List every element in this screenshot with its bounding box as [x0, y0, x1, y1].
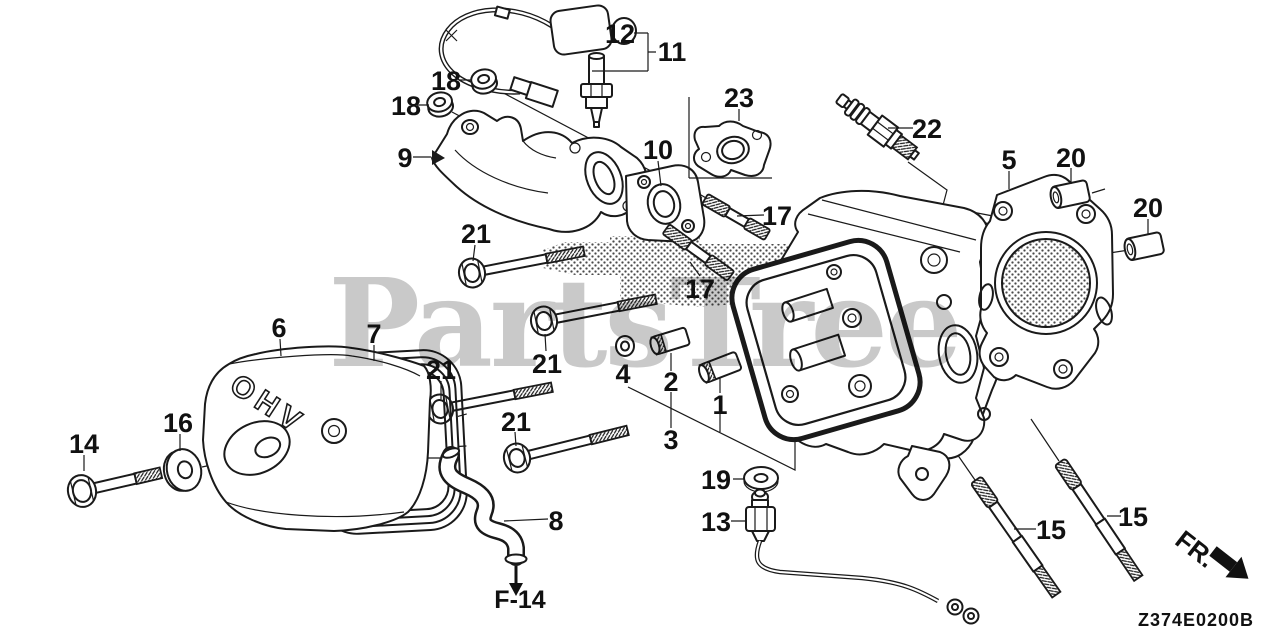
- callout-20b: 20: [1133, 193, 1163, 223]
- part-washer-16: [162, 448, 203, 492]
- callout-20a: 20: [1056, 143, 1086, 173]
- part-pin-1: [697, 351, 743, 384]
- callout-16: 16: [163, 408, 193, 438]
- callout-22: 22: [912, 114, 942, 144]
- part-wire-assembly: [438, 4, 637, 108]
- callout-12: 12: [605, 19, 635, 49]
- callout-19: 19: [701, 465, 731, 495]
- part-flange-gasket: [693, 120, 772, 178]
- part-stud-17a: [701, 193, 771, 241]
- part-breather-tube: [438, 446, 528, 566]
- callout-2: 2: [663, 367, 678, 397]
- figure-ref-arrow: [509, 566, 523, 596]
- callout-4: 4: [615, 359, 630, 389]
- callout-15b: 15: [1118, 502, 1148, 532]
- part-spark-plug: [835, 93, 920, 161]
- part-sealing-washer-19: [743, 466, 779, 493]
- callout-21d: 21: [501, 407, 531, 437]
- callout-10: 10: [643, 135, 673, 165]
- part-thermo-sensor: [580, 52, 613, 128]
- callout-21c: 21: [426, 355, 456, 385]
- part-bolt-14: [66, 466, 164, 508]
- callout-6: 6: [271, 313, 286, 343]
- part-dowel-pin-20a: [1049, 179, 1091, 210]
- fr-arrow-icon: [1209, 546, 1249, 579]
- callout-18b: 18: [391, 91, 421, 121]
- part-oil-switch-13: [745, 488, 980, 625]
- part-stud-15b: [1054, 458, 1144, 583]
- callout-17a: 17: [762, 201, 792, 231]
- callout-15a: 15: [1036, 515, 1066, 545]
- watermark: PartsTree: [328, 251, 959, 395]
- part-head-gasket: [978, 173, 1114, 390]
- callout-8: 8: [548, 506, 563, 536]
- part-pin-2: [649, 326, 691, 356]
- figure-reference-label: F-14: [494, 586, 546, 614]
- part-valve-cover: OHV: [202, 345, 432, 532]
- callout-21a: 21: [461, 219, 491, 249]
- callout-1: 1: [712, 390, 727, 420]
- callout-7: 7: [366, 319, 381, 349]
- callout-21b: 21: [532, 349, 562, 379]
- callouts: 12 11 18 18 9 10 23 22 5 20 20 17 17 21 …: [69, 19, 1163, 545]
- callout-14: 14: [69, 429, 99, 459]
- callout-11: 11: [658, 37, 687, 67]
- part-stud-15a: [970, 476, 1062, 599]
- part-stud-17b: [662, 224, 735, 281]
- callout-5: 5: [1001, 145, 1016, 175]
- callout-17b: 17: [685, 274, 715, 304]
- callout-3: 3: [663, 425, 678, 455]
- part-pipe-flange: [625, 164, 706, 243]
- part-dowel-pin-20b: [1123, 231, 1165, 262]
- callout-18a: 18: [431, 66, 461, 96]
- callout-23: 23: [724, 83, 754, 113]
- part-nut-4: [615, 335, 635, 357]
- callout-9: 9: [397, 143, 412, 173]
- drawing-code: Z374E0200B: [1138, 610, 1254, 630]
- callout-leader-lines: [83, 32, 1149, 530]
- callout-13: 13: [701, 507, 731, 537]
- part-cylinder-head: [729, 189, 1007, 501]
